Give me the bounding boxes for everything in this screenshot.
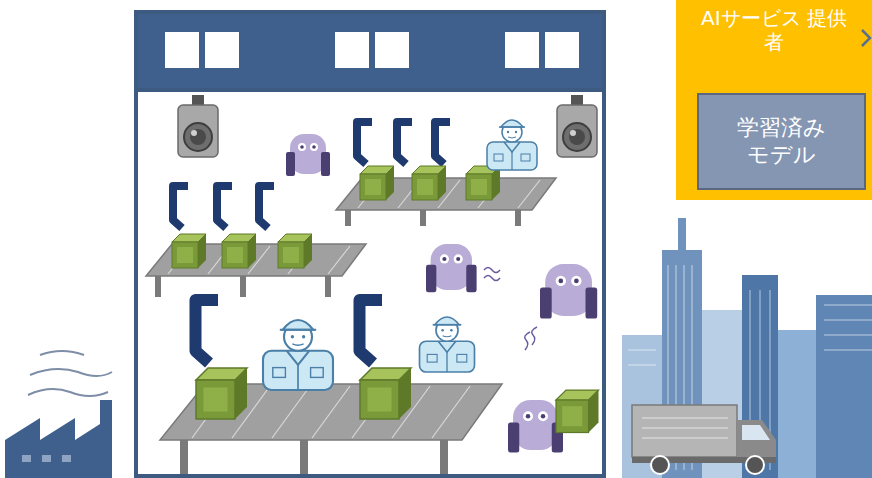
service-robot: [286, 134, 330, 176]
robot-arm: [357, 122, 372, 164]
package-box: [278, 234, 312, 268]
node-label: AIサービス 提供者: [699, 6, 849, 54]
robot-arm: [397, 122, 412, 164]
package-box: [412, 166, 446, 200]
package-box: [556, 390, 599, 433]
camera: [557, 95, 597, 157]
service-robot: [426, 244, 477, 292]
package-box: [466, 166, 500, 200]
service-robot: [540, 264, 597, 319]
robot-arm: [259, 186, 274, 228]
worker: [420, 317, 475, 372]
conveyor-belts: [146, 178, 556, 474]
city-buildings: [622, 218, 872, 478]
worker: [263, 320, 333, 390]
worker: [487, 120, 537, 170]
robot-arm: [435, 122, 450, 164]
node-label: 学習済み モデル: [727, 115, 837, 168]
robot-arm: [173, 186, 188, 228]
truck: [632, 405, 776, 474]
factory-icon: [5, 351, 112, 478]
camera: [178, 95, 218, 157]
robot-arm: [360, 300, 383, 363]
motion-marks: [484, 268, 537, 351]
package-box: [222, 234, 256, 268]
provider-box: AIサービス 提供者学習済み モデル: [676, 0, 872, 200]
package-box: [172, 234, 206, 268]
chevron-mark: [862, 30, 870, 46]
service-robot: [508, 400, 563, 453]
package-box: [360, 166, 394, 200]
robot-arm: [196, 300, 219, 363]
robot-arm: [217, 186, 232, 228]
package-box: [196, 368, 247, 419]
package-box: [360, 368, 411, 419]
factory-building: [136, 12, 604, 476]
model-box: 学習済み モデル: [697, 93, 866, 190]
